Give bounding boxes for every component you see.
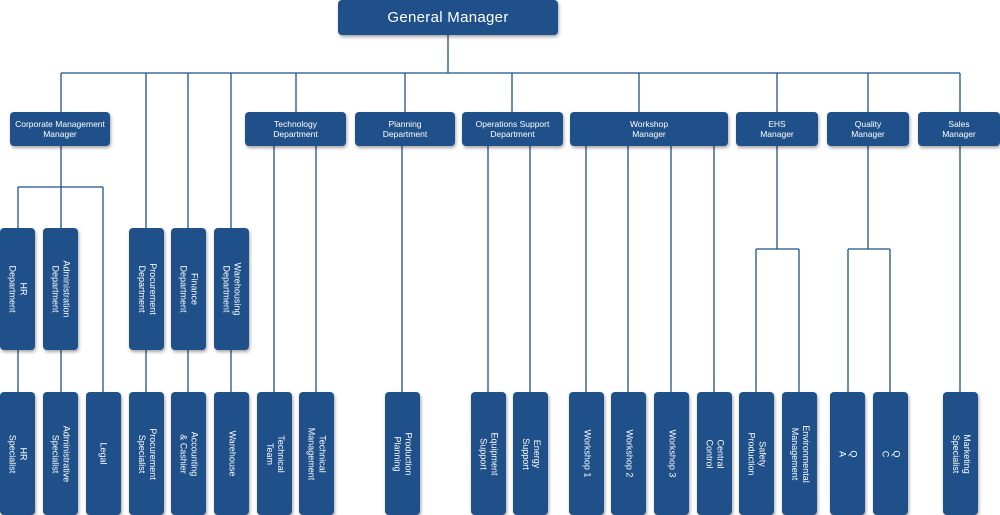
- energy-support-label: Energy Support: [520, 437, 542, 470]
- accounting-cashier-label: Accounting & Cashier: [178, 431, 200, 476]
- procurement-specialist-label: Procurement Specialist: [136, 427, 158, 480]
- legal-label: Legal: [99, 442, 109, 465]
- technical-team-label: Technical Team: [264, 434, 286, 473]
- production-planning-label: Production Planning: [392, 431, 414, 476]
- environmental-management-box: Environmental Management: [782, 392, 817, 515]
- hr-department-label: HR Department: [7, 265, 29, 313]
- ehs-manager-box: EHS Manager: [736, 112, 818, 146]
- administration-department-label: Administration Department: [50, 260, 72, 318]
- hr-specialist-label: HR Specialist: [7, 434, 29, 473]
- corporate-management-manager-box: Corporate Management Manager: [10, 112, 110, 146]
- administration-department-box: Administration Department: [43, 228, 78, 350]
- warehousing-department-label: Warehousing Department: [221, 262, 243, 316]
- corporate-management-manager-label: Corporate Management Manager: [15, 119, 105, 139]
- central-control-label: Central Control: [704, 438, 726, 469]
- warehouse-box: Warehouse: [214, 392, 249, 515]
- procurement-department-label: Procurement Department: [136, 263, 158, 315]
- qa-label: Q A: [837, 449, 859, 458]
- technical-management-box: Technical Management: [299, 392, 334, 515]
- legal-box: Legal: [86, 392, 121, 515]
- workshop-3-label: Workshop 3: [667, 429, 678, 478]
- quality-manager-box: Quality Manager: [827, 112, 909, 146]
- warehouse-label: Warehouse: [227, 430, 238, 477]
- marketing-specialist-box: Marketing Specialist: [943, 392, 978, 515]
- hr-department-box: HR Department: [0, 228, 35, 350]
- ehs-manager-label: EHS Manager: [760, 119, 794, 139]
- safety-production-box: Safety Production: [739, 392, 774, 515]
- equipment-support-box: Equipment Support: [471, 392, 506, 515]
- qc-label: Q C: [880, 449, 902, 458]
- operations-support-department-box: Operations Support Department: [462, 112, 563, 146]
- production-planning-box: Production Planning: [385, 392, 420, 515]
- technology-department-box: Technology Department: [245, 112, 346, 146]
- workshop-manager-label: Workshop Manager: [629, 119, 669, 139]
- procurement-department-box: Procurement Department: [129, 228, 164, 350]
- marketing-specialist-label: Marketing Specialist: [950, 433, 972, 474]
- equipment-support-label: Equipment Support: [478, 431, 500, 476]
- administrative-specialist-box: Administrative Specialist: [43, 392, 78, 515]
- workshop-2-box: Workshop 2: [611, 392, 646, 515]
- finance-department-label: Finance Department: [178, 265, 200, 313]
- hr-specialist-box: HR Specialist: [0, 392, 35, 515]
- administrative-specialist-label: Administrative Specialist: [50, 425, 72, 482]
- safety-production-label: Safety Production: [746, 431, 768, 476]
- workshop-3-box: Workshop 3: [654, 392, 689, 515]
- technical-management-label: Technical Management: [306, 427, 328, 480]
- accounting-cashier-box: Accounting & Cashier: [171, 392, 206, 515]
- central-control-box: Central Control: [697, 392, 732, 515]
- planning-department-box: Planning Department: [355, 112, 455, 146]
- quality-manager-label: Quality Manager: [851, 119, 885, 139]
- procurement-specialist-box: Procurement Specialist: [129, 392, 164, 515]
- sales-manager-box: Sales Manager: [918, 112, 1000, 146]
- technical-team-box: Technical Team: [257, 392, 292, 515]
- general-manager-box: General Manager: [338, 0, 558, 35]
- operations-support-department-label: Operations Support Department: [475, 119, 550, 139]
- workshop-1-label: Workshop 1: [582, 429, 593, 478]
- technology-department-label: Technology Department: [273, 119, 318, 139]
- workshop-2-label: Workshop 2: [624, 429, 635, 478]
- qc-box: Q C: [873, 392, 908, 515]
- qa-box: Q A: [830, 392, 865, 515]
- warehousing-department-box: Warehousing Department: [214, 228, 249, 350]
- energy-support-box: Energy Support: [513, 392, 548, 515]
- sales-manager-label: Sales Manager: [942, 119, 976, 139]
- general-manager-label: General Manager: [387, 8, 509, 26]
- planning-department-label: Planning Department: [382, 119, 428, 139]
- workshop-manager-box: Workshop Manager: [570, 112, 728, 146]
- finance-department-box: Finance Department: [171, 228, 206, 350]
- workshop-1-box: Workshop 1: [569, 392, 604, 515]
- environmental-management-label: Environmental Management: [789, 424, 811, 483]
